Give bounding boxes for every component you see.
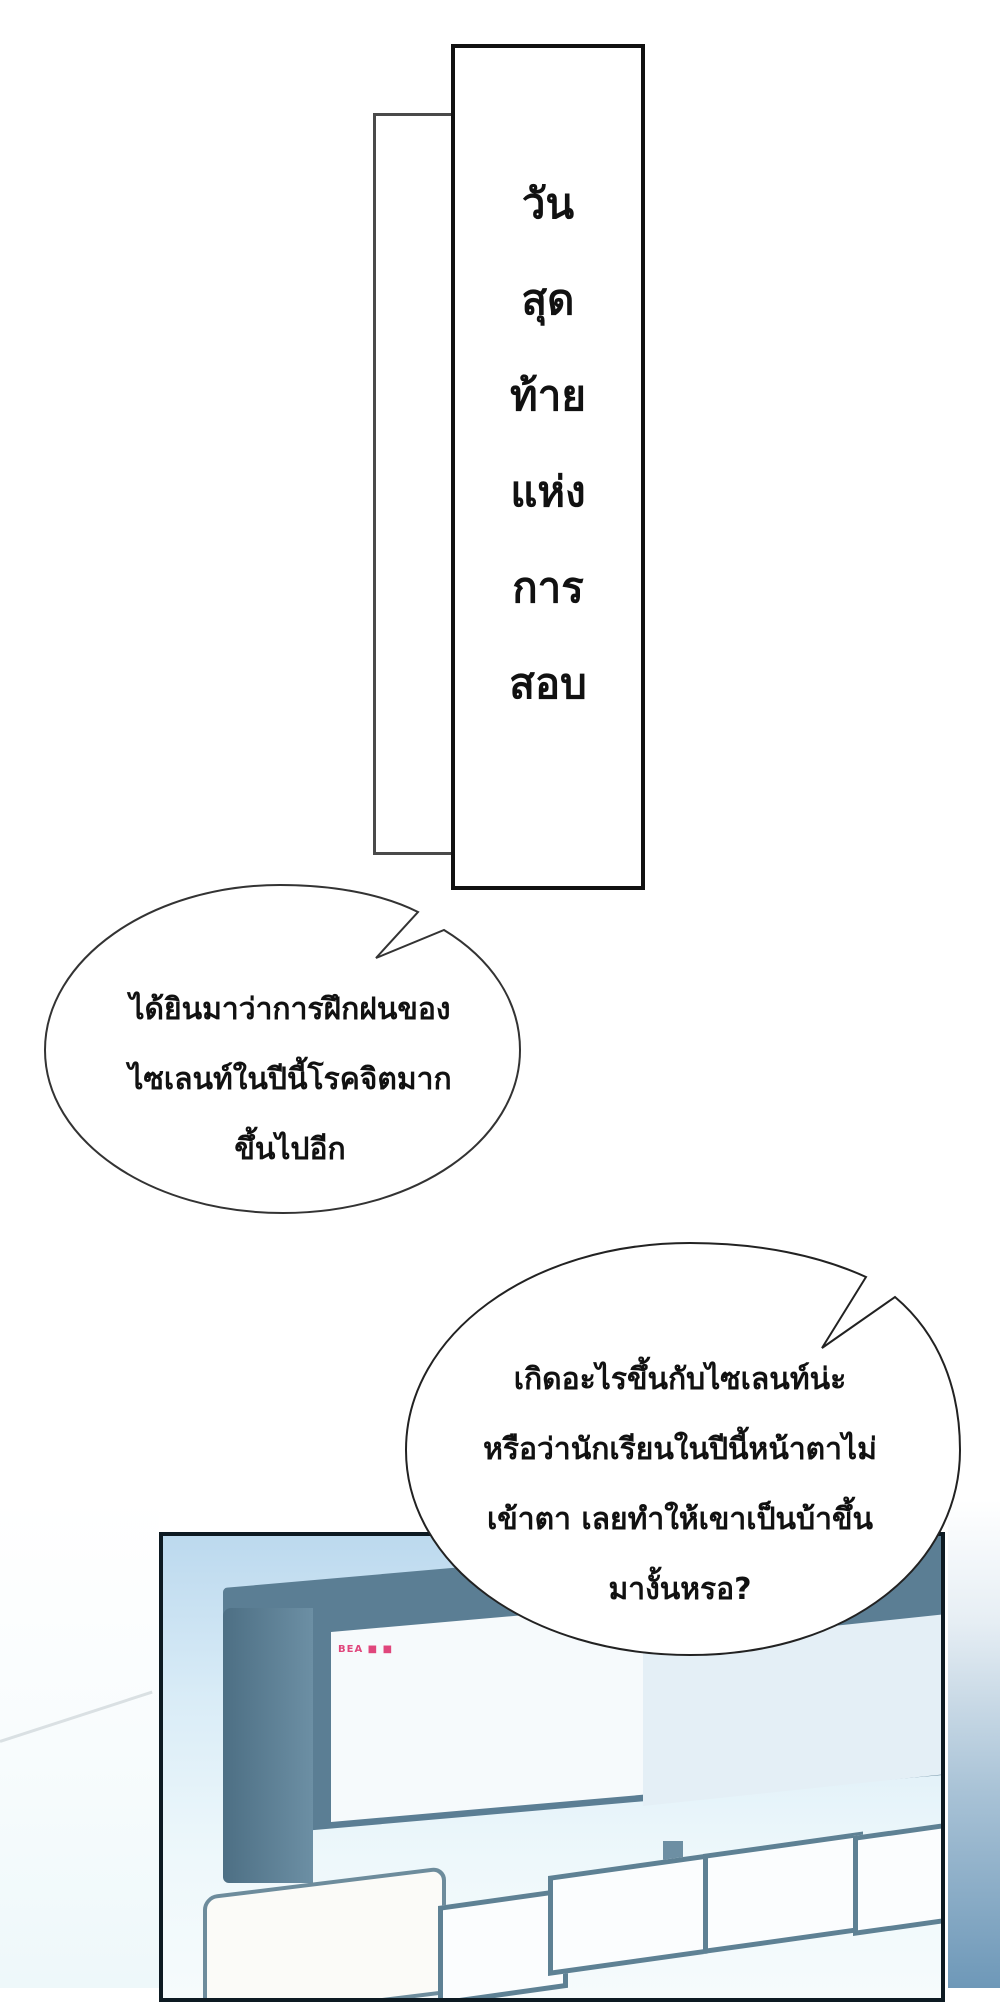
bubble-line: ขึ้นไปอีก xyxy=(234,1132,346,1167)
caption-line: ท้าย xyxy=(510,371,586,420)
bubble-line: ได้ยินมาว่าการฝึกฝนของ xyxy=(129,992,451,1027)
caption-box: วัน สุด ท้าย แห่ง การ สอบ xyxy=(451,44,645,890)
caption-line: วัน xyxy=(521,179,575,228)
bubble-line: เข้าตา เลยทำให้เขาเป็นบ้าขึ้น xyxy=(487,1502,873,1537)
bubble-line: ไซเลนท์ในปีนี้โรคจิตมาก xyxy=(128,1062,452,1097)
background-wash-right xyxy=(948,1500,1000,1988)
speech-bubble-1-text: ได้ยินมาว่าการฝึกฝนของ ไซเลนท์ในปีนี้โรค… xyxy=(80,975,500,1185)
caption-line: สุด xyxy=(521,275,575,324)
bubble-line: หรือว่านักเรียนในปีนี้หน้าตาไม่ xyxy=(483,1432,877,1467)
caption-line: สอบ xyxy=(509,659,587,708)
screen-header-text: BEA ■ ■ xyxy=(338,1644,394,1655)
caption-line: แห่ง xyxy=(510,467,586,516)
background-wash-left xyxy=(0,1500,159,1988)
bubble-line: เกิดอะไรขึ้นกับไซเลนท์น่ะ xyxy=(513,1362,847,1397)
bubble-line: มางั้นหรอ? xyxy=(608,1572,752,1607)
monitor-side xyxy=(223,1608,313,1883)
speech-bubble-2-text: เกิดอะไรขึ้นกับไซเลนท์น่ะ หรือว่านักเรีย… xyxy=(440,1345,920,1625)
caption-line: การ xyxy=(512,563,584,612)
